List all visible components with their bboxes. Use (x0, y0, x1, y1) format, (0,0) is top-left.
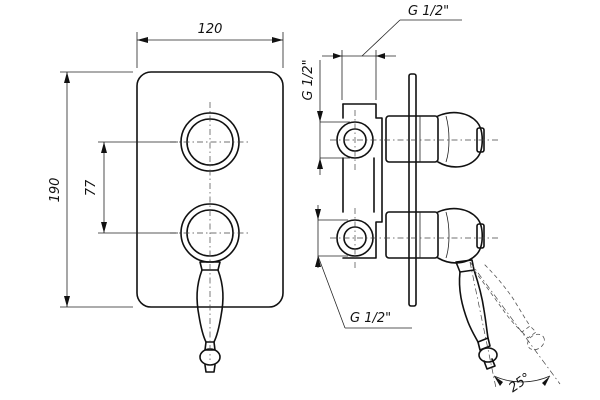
lower-knob-dome (437, 207, 484, 264)
width-dim-label: 120 (198, 22, 223, 37)
side-lever (455, 259, 498, 370)
side-plate (408, 73, 417, 307)
angle-label: 25° (506, 370, 533, 396)
vertical-thread-dimension: G 1/2" (301, 59, 350, 175)
bottom-thread-label: G 1/2" (350, 311, 391, 326)
valve-body (342, 103, 383, 259)
upper-knob (180, 112, 240, 172)
height-dimension: 190 (48, 71, 133, 308)
rotated-lever-ghost (473, 263, 545, 351)
spacing-dim-label: 77 (84, 179, 99, 196)
top-thread-dimension: G 1/2" (322, 4, 462, 100)
angle-dimension: 25° (469, 261, 561, 396)
width-dimension: 120 (136, 22, 284, 68)
upper-knob-dome (437, 111, 484, 168)
spacing-dimension: 77 (84, 141, 178, 234)
height-dim-label: 190 (48, 178, 63, 203)
side-view: 25° G 1/2" G 1/2" (301, 4, 561, 396)
top-thread-label: G 1/2" (408, 4, 449, 19)
lower-sleeve (385, 211, 439, 259)
bottom-thread-dimension: G 1/2" (315, 205, 412, 329)
upper-sleeve (385, 115, 439, 163)
front-view: 120 190 77 (48, 22, 284, 373)
vertical-thread-label: G 1/2" (301, 59, 316, 100)
